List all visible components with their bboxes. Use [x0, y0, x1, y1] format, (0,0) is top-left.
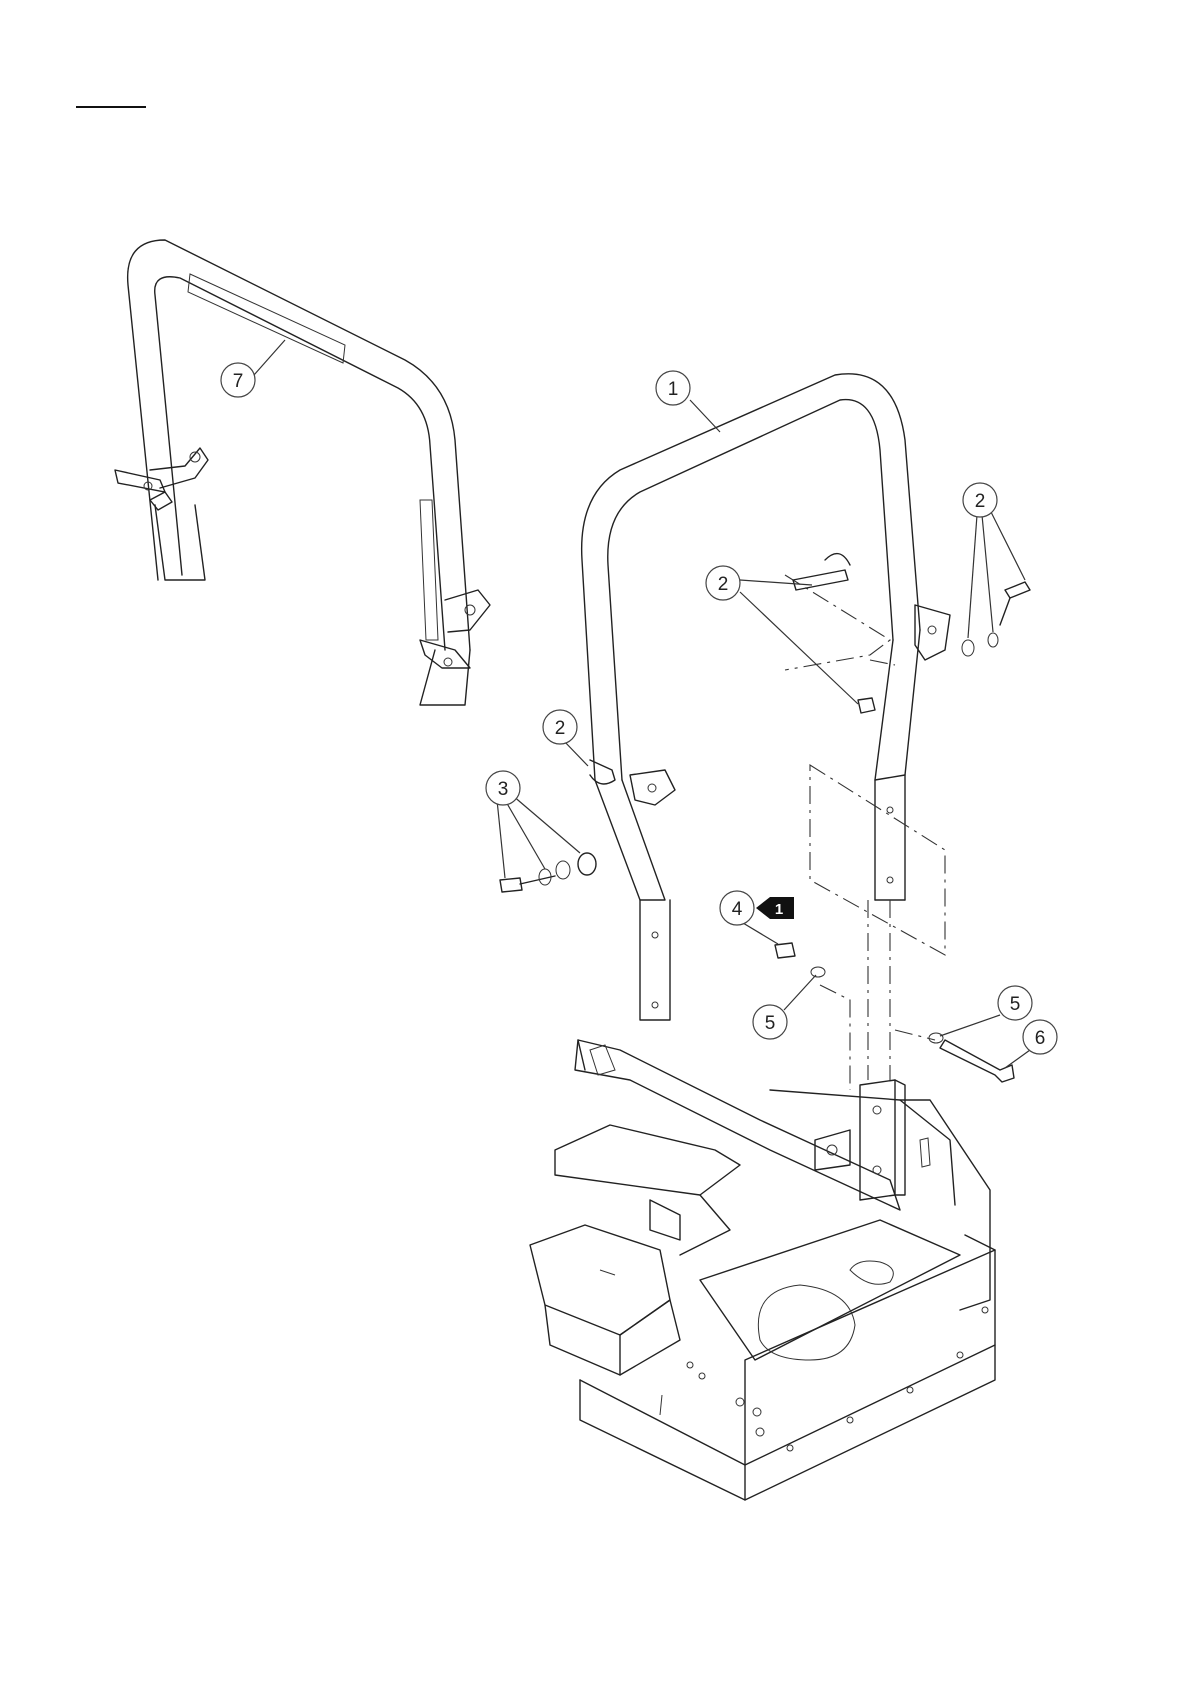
- callout-2-left: 2: [543, 710, 577, 744]
- leader-lines: [254, 340, 1030, 1068]
- note-flag: 1: [756, 897, 794, 919]
- washer: [988, 633, 998, 647]
- callout-2-left-label: 2: [555, 718, 566, 739]
- callout-7: 7: [221, 363, 255, 397]
- callout-5-right: 5: [998, 986, 1032, 1020]
- callout-2-upper-label: 2: [718, 574, 729, 595]
- right-latch: [420, 590, 490, 668]
- note-flag-label: 1: [775, 901, 783, 918]
- callout-5-right-label: 5: [1010, 994, 1021, 1015]
- callout-2-upper: 2: [706, 566, 740, 600]
- callout-4-label: 4: [732, 899, 743, 920]
- bolt-head: [1005, 582, 1030, 598]
- left-latch: [115, 448, 208, 510]
- callout-5-left: 5: [753, 1005, 787, 1039]
- battery-box: [530, 1225, 670, 1335]
- floor-cutout: [758, 1285, 855, 1360]
- callout-7-label: 7: [233, 371, 244, 392]
- washer-5a: [811, 967, 825, 977]
- clevis-pin: [793, 570, 848, 590]
- rollbar-rear-view: [115, 240, 490, 705]
- rollbar-main: [582, 374, 950, 1020]
- hardware: [500, 554, 1030, 1082]
- hex-nut: [858, 698, 875, 713]
- washer: [962, 640, 974, 656]
- callout-3: 3: [486, 771, 520, 805]
- callout-2-right: 2: [963, 483, 997, 517]
- callout-5-left-label: 5: [765, 1013, 776, 1034]
- callout-6-label: 6: [1035, 1028, 1046, 1049]
- bolt-head-3: [500, 878, 522, 892]
- chassis-frame: [530, 1040, 995, 1500]
- callout-6: 6: [1023, 1020, 1057, 1054]
- bolt-6: [940, 1040, 1014, 1082]
- spacer: [578, 853, 596, 875]
- callout-2-right-label: 2: [975, 491, 986, 512]
- lock-nut: [775, 943, 795, 958]
- callout-1-label: 1: [668, 379, 679, 400]
- washer-5b: [929, 1033, 943, 1043]
- callout-3-label: 3: [498, 779, 509, 800]
- assembly-guides: [785, 575, 945, 1090]
- callout-1: 1: [656, 371, 690, 405]
- left-mount-bracket: [630, 770, 675, 805]
- callout-4: 4: [720, 891, 754, 925]
